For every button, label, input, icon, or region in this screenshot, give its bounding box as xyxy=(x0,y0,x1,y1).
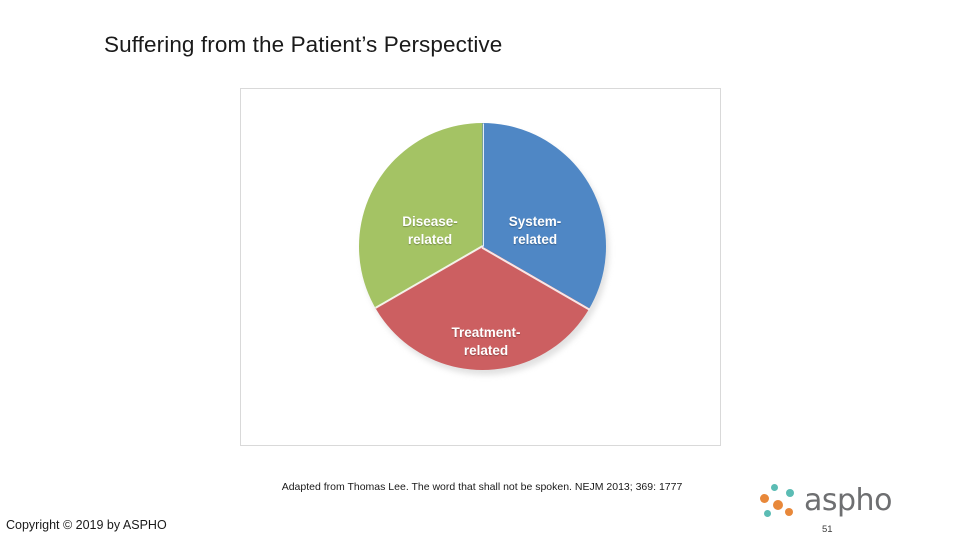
slice-label-treatment-line1: Treatment- xyxy=(451,325,521,340)
slice-label-treatment-related: Treatment- related xyxy=(424,324,548,360)
pie-chart: System- related Disease- related Treatme… xyxy=(241,89,722,447)
slice-label-disease-line1: Disease- xyxy=(402,214,458,229)
logo-dot-2 xyxy=(771,484,778,491)
logo-dot-5 xyxy=(764,510,771,517)
slice-label-system-line1: System- xyxy=(508,214,562,229)
slice-label-treatment-line2: related xyxy=(463,343,509,359)
logo-dot-4 xyxy=(786,489,794,497)
logo-dot-6 xyxy=(785,508,793,516)
slice-label-system-line2: related xyxy=(512,232,558,248)
copyright-text: Copyright © 2019 by ASPHO xyxy=(6,518,167,532)
logo-dot-1 xyxy=(760,494,769,503)
citation-text: Adapted from Thomas Lee. The word that s… xyxy=(281,481,683,493)
slice-label-disease-line2: related xyxy=(407,232,453,248)
slice-label-disease-related: Disease- related xyxy=(377,213,483,249)
aspho-logo: aspho xyxy=(758,482,944,524)
logo-dot-3 xyxy=(773,500,783,510)
logo-text: aspho xyxy=(804,483,892,518)
page-number: 51 xyxy=(822,524,833,535)
slice-label-system-related: System- related xyxy=(482,213,588,249)
page-title: Suffering from the Patient’s Perspective xyxy=(104,32,503,57)
pie-chart-frame: System- related Disease- related Treatme… xyxy=(240,88,721,446)
